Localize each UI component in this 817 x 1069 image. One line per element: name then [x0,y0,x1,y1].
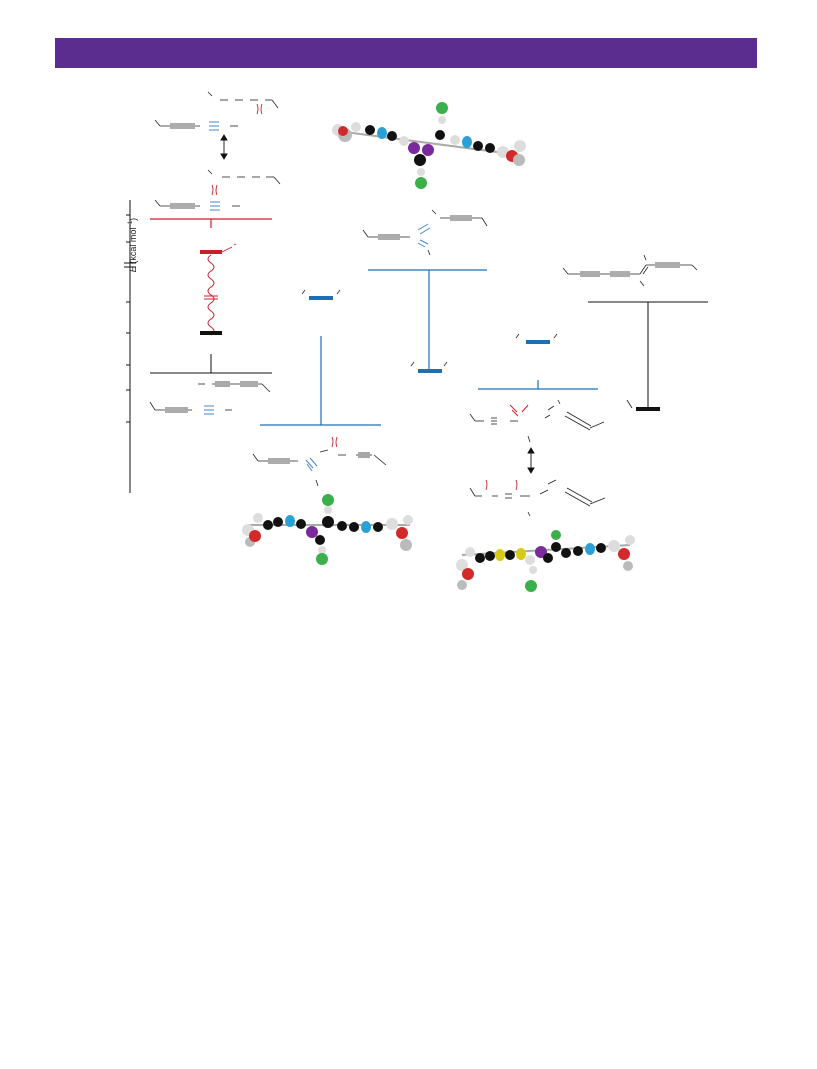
top-left-blue-bond-b [210,201,220,211]
right-center-red-bond [509,404,529,417]
right-top-structure [562,254,698,287]
energy-axis [124,200,136,493]
level-blue-left [260,336,381,426]
molecule-bottom-left [242,494,413,565]
level-red-minimum [200,243,237,254]
top-left-structure-a [154,91,279,129]
center-top-structure [362,209,488,256]
top-left-structure-b [154,169,281,209]
left-center-blue-bond [305,457,318,472]
level-blue-center-minimum [418,369,442,373]
left-lower-blue-bond [204,405,214,415]
right-center-red-arrows [485,479,518,491]
top-left-red-arrows-b [211,184,218,196]
left-center-lower-structure [252,449,387,487]
left-lower-structure [149,381,271,413]
level-black-left [150,354,272,374]
resonance-arrow-right [527,447,535,474]
level-red-wavy [204,254,218,336]
molecule-top-center [332,102,526,189]
header-banner [55,38,757,68]
level-black-minimum-left [200,331,222,335]
level-red-upper [150,218,272,228]
right-center-structure-b [469,479,606,517]
resonance-arrow-top-left [220,134,228,160]
level-black-right [588,301,708,408]
center-top-blue-bond [417,223,431,248]
top-left-red-arrows-a [256,103,263,115]
level-black-right-minimum [636,407,660,411]
right-center-structure-a [469,399,605,443]
level-blue-left-minimum [309,296,333,300]
molecule-bottom-right [456,530,635,592]
level-blue-right [478,380,598,390]
level-blue-center [368,269,487,370]
left-center-red-arrows [331,436,338,448]
top-left-blue-bond-a [209,121,219,131]
level-blue-right-minimum [526,340,550,344]
